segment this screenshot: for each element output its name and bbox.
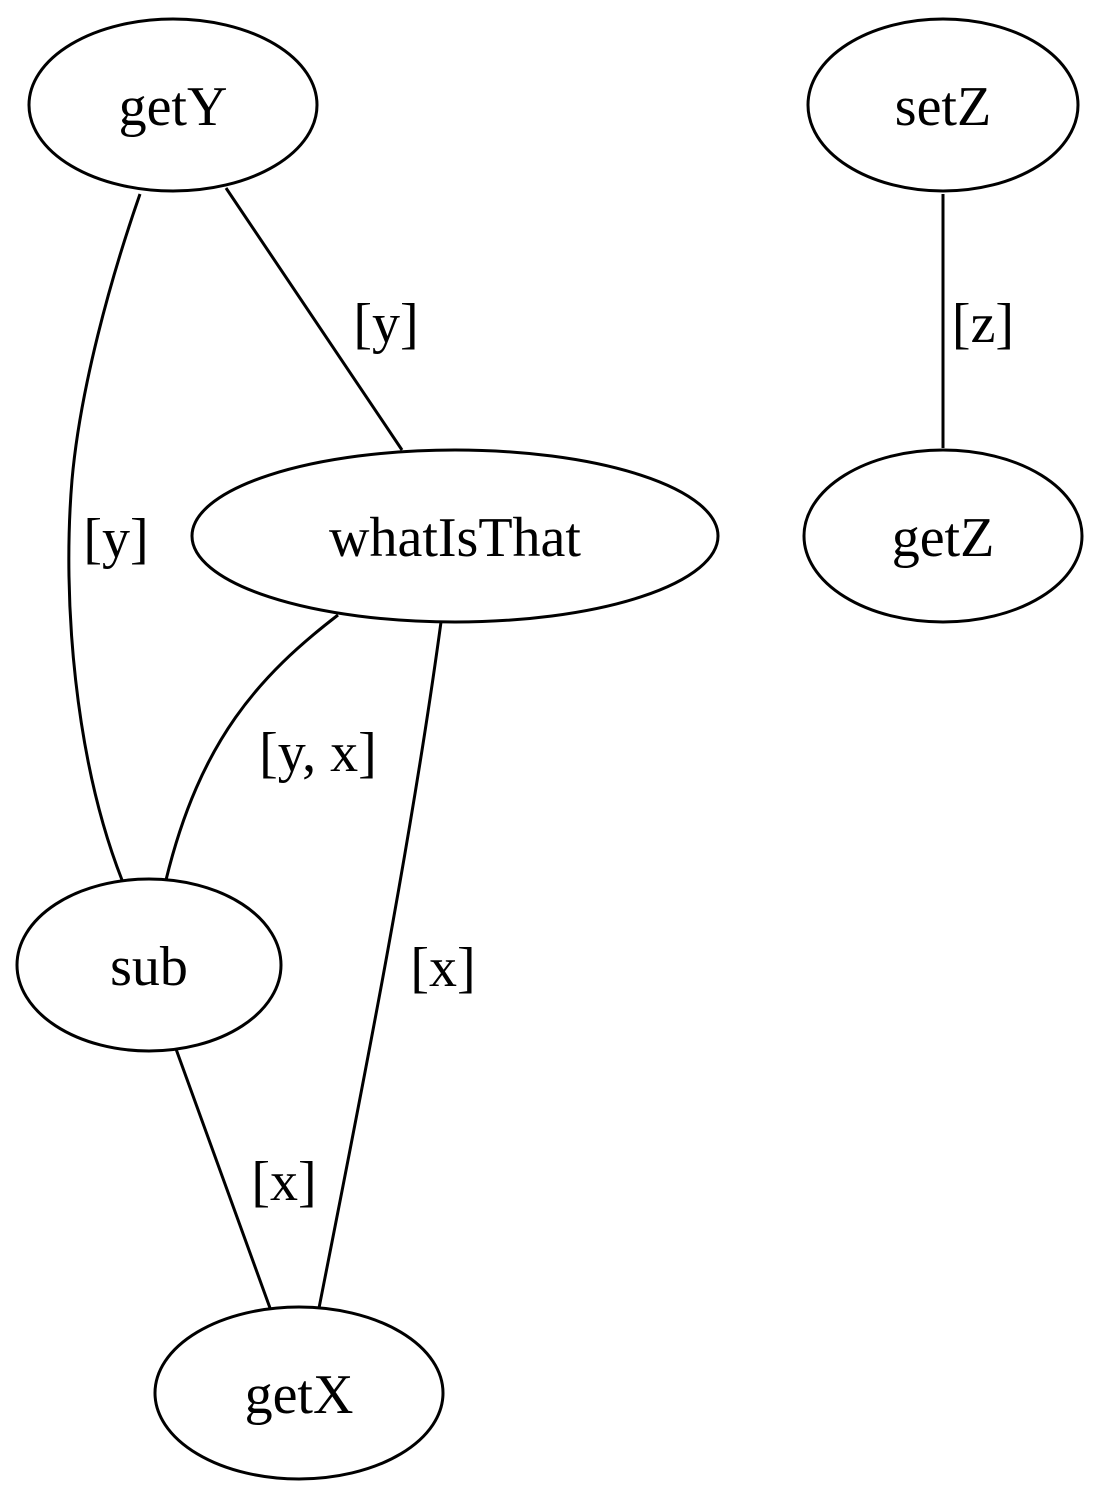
edge-label-whatIsThat-sub: [y, x]	[259, 722, 377, 784]
node-ellipse	[802, 448, 1084, 624]
node-label: sub	[110, 936, 188, 998]
node-ellipse	[806, 17, 1080, 193]
edge-label-getY-sub: [y]	[83, 508, 148, 570]
edge-getY-sub	[67, 193, 142, 881]
node-getZ: getZ	[802, 448, 1084, 624]
node-ellipse	[153, 1305, 445, 1481]
node-ellipse	[27, 17, 319, 193]
node-label: getY	[119, 76, 228, 138]
node-getY: getY	[27, 17, 319, 193]
edge-sub-getX	[174, 1048, 272, 1309]
node-sub: sub	[15, 877, 283, 1053]
node-whatIsThat: whatIsThat	[190, 448, 720, 624]
node-ellipse	[190, 448, 720, 624]
edge-getY-whatIsThat	[224, 187, 404, 451]
edge-label-whatIsThat-getX: [x]	[410, 937, 475, 999]
edges	[67, 187, 945, 1309]
node-label: whatIsThat	[329, 507, 581, 569]
edge-label-setZ-getZ: [z]	[952, 293, 1014, 355]
node-label: getX	[245, 1364, 354, 1426]
edge-labels: [y] [y] [z] [y, x] [x] [x]	[83, 293, 1014, 1213]
node-label: setZ	[895, 76, 991, 138]
edge-whatIsThat-getX	[317, 621, 443, 1309]
node-setZ: setZ	[806, 17, 1080, 193]
edge-label-getY-whatIsThat: [y]	[353, 293, 418, 355]
node-label: getZ	[892, 507, 995, 569]
edge-whatIsThat-sub	[164, 613, 339, 881]
node-ellipse	[15, 877, 283, 1053]
node-getX: getX	[153, 1305, 445, 1481]
edge-label-sub-getX: [x]	[251, 1151, 316, 1213]
